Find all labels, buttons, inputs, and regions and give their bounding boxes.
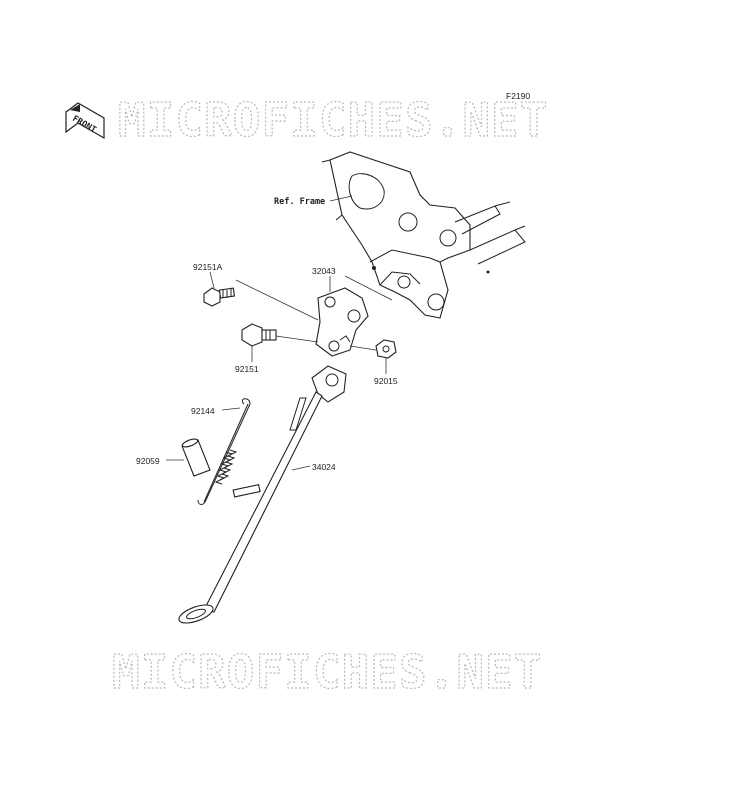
part-label-92151A: 92151A [193,262,223,272]
spring-92144 [197,398,251,505]
side-stand-34024 [178,365,347,624]
part-label-92059: 92059 [136,456,160,466]
part-label-92015: 92015 [374,376,398,386]
part-label-32043: 32043 [312,266,336,276]
part-label-92151: 92151 [235,364,259,374]
part-label-92144: 92144 [191,406,215,416]
front-arrow-icon: FRONT [65,102,105,140]
bolt-92151A [203,287,236,307]
bolt-92151 [241,323,277,347]
collar-92059 [181,438,211,477]
frame-reference [321,151,526,319]
bracket-32043 [315,287,369,357]
watermark-bottom: MICROFICHES.NET [112,645,542,699]
part-label-34024: 34024 [312,462,336,472]
figure-code: F2190 [506,91,530,101]
ref-frame-label: Ref. Frame [274,197,325,207]
watermark-top: MICROFICHES.NET [118,93,548,147]
nut-92015 [375,339,397,359]
